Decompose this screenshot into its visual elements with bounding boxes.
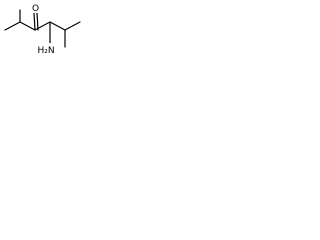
molecule-svg: O H₂N [4, 2, 81, 56]
bond-c1-c2 [4, 21, 21, 31]
bond-c3-o-1 [33, 12, 36, 31]
bond-c5-c6 [64, 21, 81, 31]
bond-c3-c4 [34, 21, 51, 31]
atom-amine: H₂N [35, 43, 57, 56]
bond-c4-c5 [49, 21, 66, 31]
atom-label-oxygen: O [32, 4, 39, 14]
structure-diagram: O H₂N [0, 0, 89, 67]
bond-c3-o-2 [36, 12, 39, 31]
atom-oxygen: O [30, 2, 41, 14]
bond-c2-c3 [19, 21, 36, 31]
atom-label-amine: H₂N [37, 46, 54, 56]
bond-group [4, 9, 81, 48]
